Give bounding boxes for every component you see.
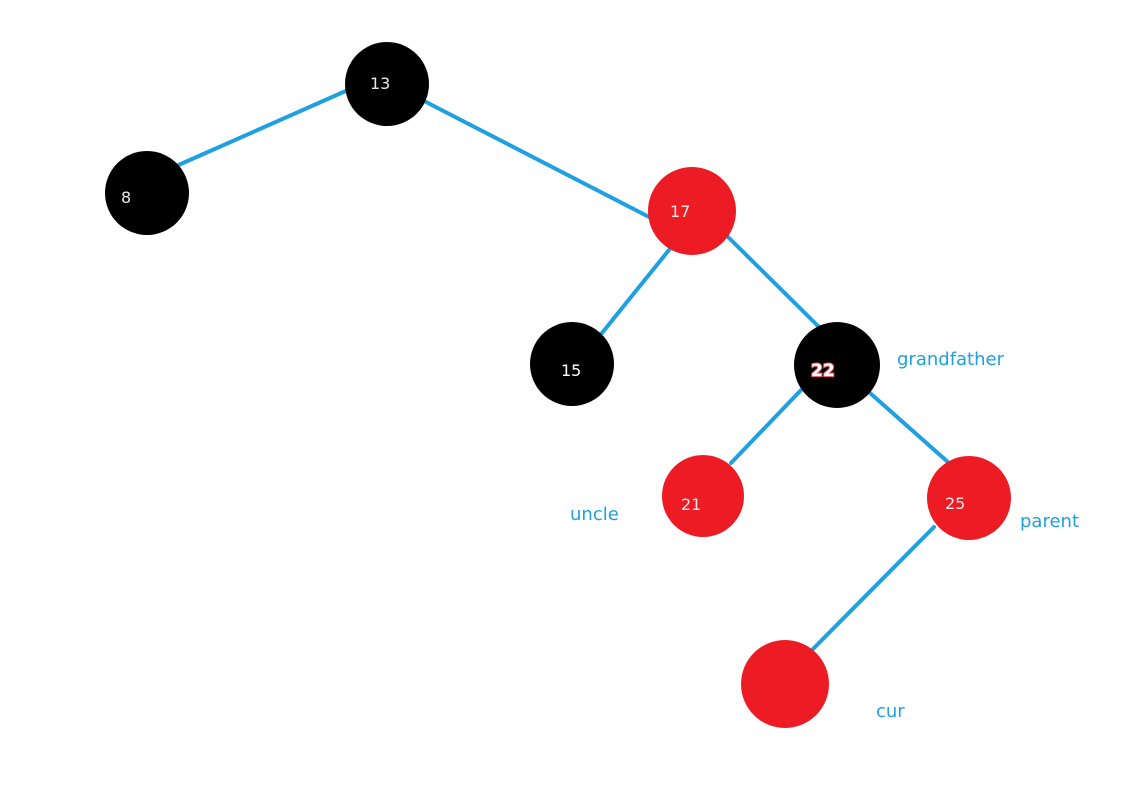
tree-node-17: 17 [648, 167, 736, 255]
label-uncle: uncle [570, 504, 619, 525]
tree-node-13: 13 [345, 42, 429, 126]
node-circle [530, 322, 614, 406]
node-circle [648, 167, 736, 255]
node-value: 17 [670, 202, 690, 221]
edge-13-17 [424, 100, 657, 222]
node-value: 22 [811, 361, 835, 381]
tree-node-21: 21 [662, 455, 744, 537]
node-value: 8 [121, 188, 131, 207]
node-value: 25 [945, 494, 965, 513]
tree-edges [172, 88, 951, 653]
node-value: 13 [370, 74, 390, 93]
label-parent: parent [1020, 511, 1079, 532]
node-value: 21 [681, 495, 701, 514]
tree-node-22: 22 [794, 322, 880, 408]
node-circle [345, 42, 429, 126]
edge-25-cur [809, 525, 936, 653]
node-circle [105, 151, 189, 235]
edge-22-25 [868, 391, 951, 465]
edge-22-21 [729, 386, 805, 465]
tree-node-15: 15 [530, 322, 614, 406]
node-circle [741, 640, 829, 728]
edge-17-22 [720, 229, 822, 330]
node-circle [662, 455, 744, 537]
node-circle [794, 322, 880, 408]
tree-node-cur [741, 640, 829, 728]
tree-node-8: 8 [105, 151, 189, 235]
label-cur: cur [876, 701, 905, 722]
tree-node-25: 25 [927, 456, 1011, 540]
node-value: 15 [561, 361, 581, 380]
node-circle [927, 456, 1011, 540]
label-grandfather: grandfather [897, 349, 1005, 370]
edge-17-15 [600, 243, 675, 335]
edge-13-8 [172, 88, 350, 169]
